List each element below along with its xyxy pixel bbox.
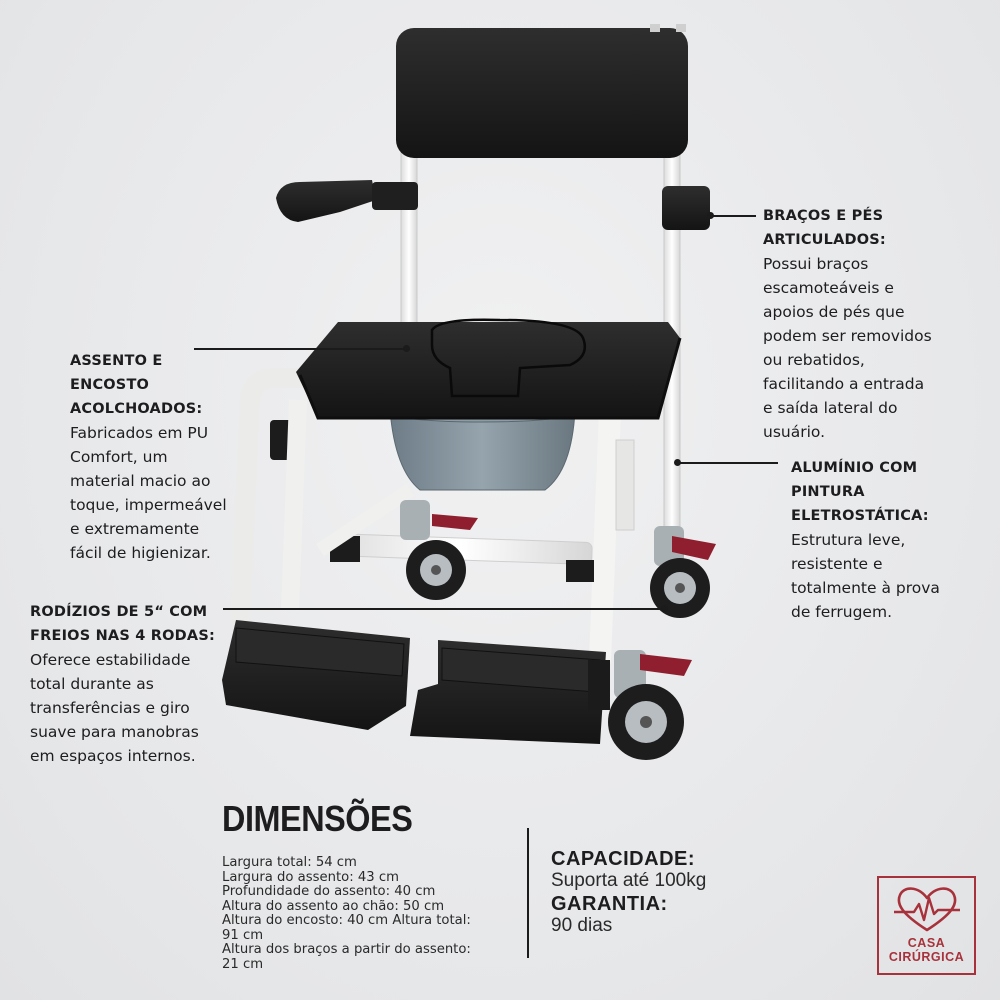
capacity-value: Suporta até 100kg — [551, 870, 707, 891]
specs-block: CAPACIDADE: Suporta até 100kg GARANTIA: … — [551, 848, 706, 938]
dimension-item: Largura total: 54 cm — [222, 855, 357, 870]
heart-pulse-icon — [893, 887, 960, 932]
callout-heading: BRAÇOS E PÉS ARTICULADOS: — [763, 208, 886, 248]
callout-aluminio: ALUMÍNIO COM PINTURA ELETROSTÁTICA: Estr… — [791, 456, 991, 624]
callout-rodizios: RODÍZIOS DE 5“ COM FREIOS NAS 4 RODAS: O… — [30, 600, 240, 768]
divider — [527, 828, 529, 958]
callout-heading: ASSENTO E ENCOSTO ACOLCHOADOS: — [70, 353, 203, 417]
warranty-value: 90 dias — [551, 915, 613, 936]
callout-body: Possui braços escamoteáveis e apoios de … — [763, 255, 932, 441]
dimensions-title: DIMENSÕES — [222, 798, 413, 839]
logo-line2: CIRÚRGICA — [888, 950, 965, 964]
backrest — [396, 28, 688, 158]
callout-bracos: BRAÇOS E PÉS ARTICULADOS: Possui braços … — [763, 204, 963, 444]
callout-assento: ASSENTO E ENCOSTO ACOLCHOADOS: Fabricado… — [70, 349, 270, 565]
leader-rodizios — [223, 608, 665, 610]
callout-body: Estrutura leve, resistente e totalmente … — [791, 531, 940, 621]
brand-logo: CASA CIRÚRGICA — [877, 876, 976, 975]
dimension-item: Profundidade do assento: 40 cm — [222, 884, 436, 899]
dimension-item: Largura do assento: 43 cm — [222, 869, 399, 885]
callout-body: Fabricados em PU Comfort, um material ma… — [70, 424, 227, 562]
dimension-item: Altura do encosto: 40 cm Altura total: 9… — [222, 913, 471, 943]
callout-body: Oferece estabilidade total durante as tr… — [30, 651, 199, 765]
shower-commode-chair-image — [222, 24, 716, 760]
dimensions-list: Largura total: 54 cm Largura do assento:… — [222, 855, 522, 972]
warranty-label: GARANTIA: — [551, 893, 668, 915]
leader-bracos — [712, 215, 756, 217]
seat — [296, 322, 680, 418]
leader-dot-rodizios — [661, 605, 668, 612]
leader-dot-aluminio — [674, 459, 681, 466]
dimension-item: Altura do assento ao chão: 50 cm — [222, 898, 445, 914]
capacity-label: CAPACIDADE: — [551, 848, 696, 870]
dimension-item: Altura dos braços a partir do assento: 2… — [222, 942, 471, 972]
leader-dot-bracos — [707, 212, 714, 219]
left-armrest — [276, 180, 376, 222]
commode-bucket — [389, 409, 576, 491]
leader-assento — [194, 348, 406, 350]
callout-heading: ALUMÍNIO COM PINTURA ELETROSTÁTICA: — [791, 460, 929, 524]
leader-dot-assento — [403, 345, 410, 352]
callout-heading: RODÍZIOS DE 5“ COM FREIOS NAS 4 RODAS: — [30, 604, 215, 644]
logo-line1: CASA — [907, 936, 946, 950]
leader-aluminio — [678, 462, 778, 464]
right-armrest — [662, 186, 710, 230]
